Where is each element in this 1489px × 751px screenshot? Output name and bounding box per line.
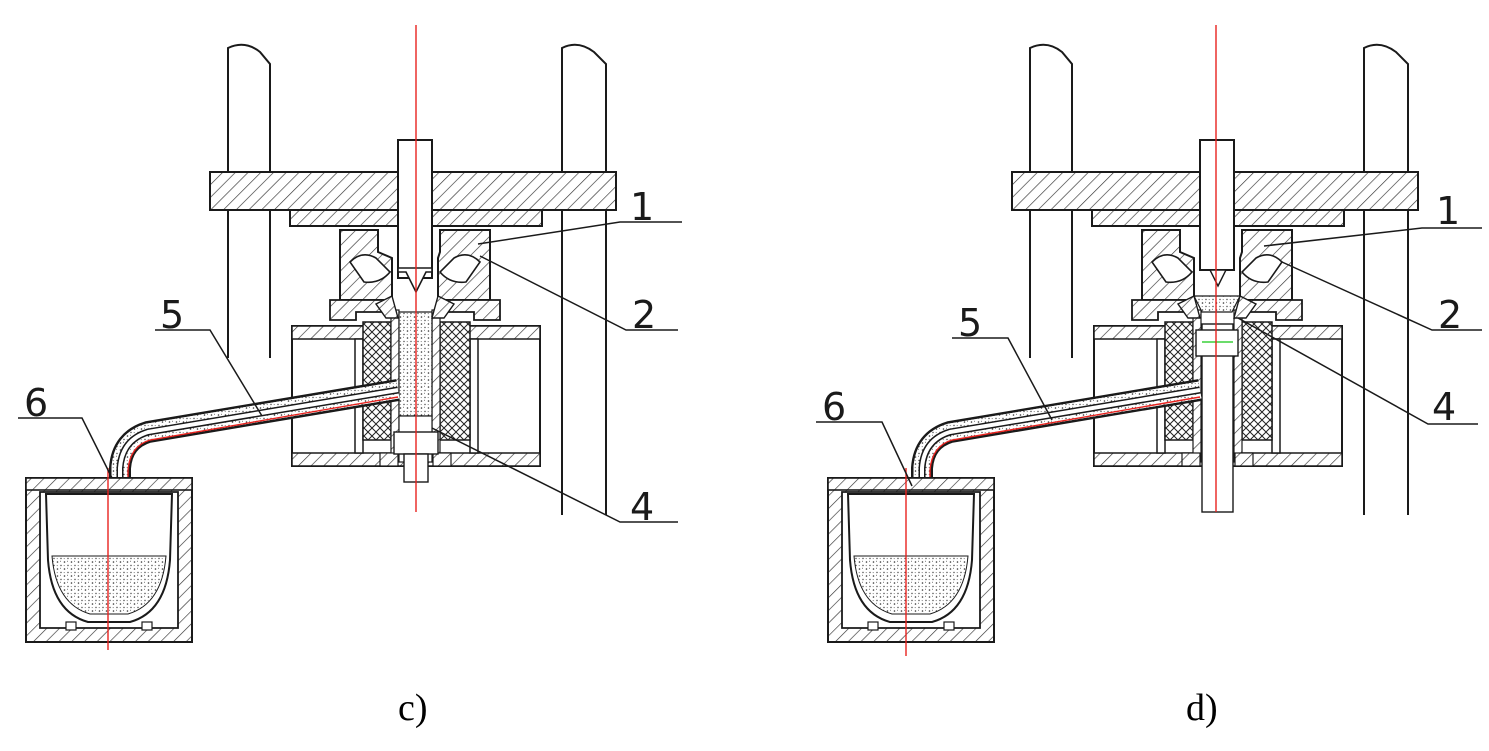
label-5-c: 5 xyxy=(160,293,184,337)
panel-c: 1 2 4 5 6 c) xyxy=(18,25,682,729)
rod-c xyxy=(397,139,433,279)
ladle-c xyxy=(25,477,193,643)
casting-d xyxy=(1193,295,1241,313)
arrow-d xyxy=(1208,269,1228,288)
label-6-c: 6 xyxy=(24,381,48,425)
label-6-d: 6 xyxy=(822,385,846,429)
label-4-d: 4 xyxy=(1432,385,1456,429)
rod-d xyxy=(1199,139,1235,271)
ladle-d xyxy=(827,477,995,643)
label-4-c: 4 xyxy=(630,485,654,529)
ejector-head-d xyxy=(1195,329,1239,357)
leader-lines-d xyxy=(816,227,1482,487)
panel-d: 1 2 4 5 6 d) xyxy=(816,25,1482,729)
leader-lines-c xyxy=(18,221,682,523)
caption-d: d) xyxy=(1186,687,1218,729)
caption-c: c) xyxy=(398,687,428,729)
label-5-d: 5 xyxy=(958,301,982,345)
label-1-d: 1 xyxy=(1436,189,1460,233)
label-2-c: 2 xyxy=(632,293,656,337)
label-2-d: 2 xyxy=(1438,293,1462,337)
label-1-c: 1 xyxy=(630,185,654,229)
arrow-c xyxy=(397,267,433,294)
